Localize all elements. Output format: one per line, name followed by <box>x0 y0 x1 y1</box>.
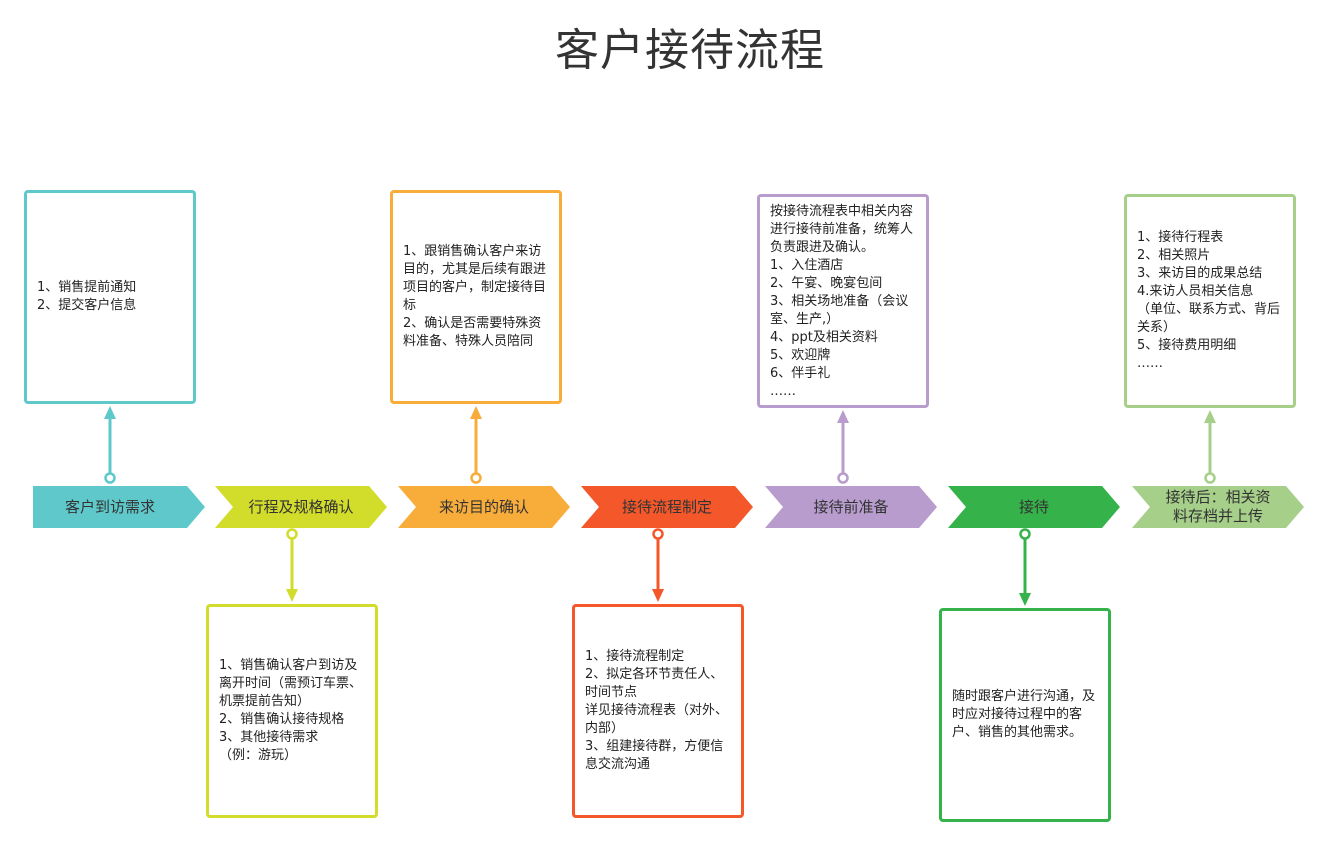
step-label: 接待 <box>966 486 1102 528</box>
step-note-line: （单位、联系方式、背后关系） <box>1137 302 1281 335</box>
step-label-line: 行程及规格确认 <box>248 497 354 516</box>
step-label: 接待前准备 <box>783 486 919 528</box>
step-note-line: 2、拟定各环节责任人、时间节点 <box>585 667 724 700</box>
connector-arrowhead <box>1204 410 1216 423</box>
step-note-line: 5、欢迎牌 <box>770 348 831 363</box>
step-note-line: …… <box>1137 356 1163 371</box>
step-note-line: 2、确认是否需要特殊资料准备、特殊人员陪同 <box>403 316 542 349</box>
step-note-line: 1、接待行程表 <box>1137 230 1224 245</box>
step-label-line: 接待前准备 <box>813 497 889 516</box>
step-note-box: 1、销售提前通知 2、提交客户信息 <box>24 190 196 404</box>
step-note-line: 3、其他接待需求 <box>219 730 319 745</box>
connector-arrowhead <box>104 406 116 419</box>
connector-dot <box>104 472 116 484</box>
step-note-line: （例：游玩） <box>219 748 298 763</box>
connector-arrowhead <box>837 410 849 423</box>
step-note-box: 1、接待行程表 2、相关照片 3、来访目的成果总结 4.来访人员相关信息 （单位、联系方… <box>1124 194 1296 408</box>
step-note-box: 按接待流程表中相关内容进行接待前准备，统筹人负责跟进及确认。 1、入住酒店 2、午宴… <box>757 194 929 408</box>
connector-arrowhead <box>470 406 482 419</box>
step-note-line: 1、入住酒店 <box>770 258 844 273</box>
step-note-line: 4、ppt及相关资料 <box>770 330 878 345</box>
step-note-line: 4.来访人员相关信息 <box>1137 284 1254 299</box>
step-note-line: 3、相关场地准备（会议室、生产,） <box>770 294 909 327</box>
diagram-title: 客户接待流程 <box>555 25 825 76</box>
connector-dot <box>837 472 849 484</box>
step-note-line: 3、来访目的成果总结 <box>1137 266 1263 281</box>
step-note-line: 按接待流程表中相关内容进行接待前准备，统筹人负责跟进及确认。 <box>770 204 914 255</box>
step-label: 接待后：相关资料存档并上传 <box>1150 486 1286 528</box>
step-label-line: 接待 <box>1018 497 1049 516</box>
step-note-line: 1、销售提前通知 <box>37 280 137 295</box>
connector-dot <box>1019 528 1031 540</box>
step-note-line: 5、接待费用明细 <box>1137 338 1237 353</box>
step-note-line: 1、销售确认客户到访及离开时间（需预订车票、机票提前告知） <box>219 658 363 709</box>
step-note-line: 6、伴手礼 <box>770 366 831 381</box>
step-note-line: 2、提交客户信息 <box>37 298 137 313</box>
step-note-line: 详见接待流程表（对外、内部） <box>585 703 729 736</box>
connector-arrowhead <box>1019 593 1031 606</box>
connector-dot <box>286 528 298 540</box>
step-note-line: 1、接待流程制定 <box>585 649 685 664</box>
step-note-box: 随时跟客户进行沟通，及时应对接待过程中的客户、销售的其他需求。 <box>939 608 1111 822</box>
step-label-line: 接待后：相关资 <box>1165 488 1271 506</box>
step-note-line: 3、组建接待群，方便信息交流沟通 <box>585 739 724 772</box>
connector-dot <box>1204 472 1216 484</box>
step-label-line: 料存档并上传 <box>1172 507 1263 525</box>
step-label: 接待流程制定 <box>599 486 735 528</box>
step-label-line: 客户到访需求 <box>64 497 155 516</box>
connector-dot <box>652 528 664 540</box>
step-note-line: 2、午宴、晚宴包间 <box>770 276 883 291</box>
step-label: 客户到访需求 <box>33 486 187 528</box>
connector-arrowhead <box>652 589 664 602</box>
step-note-line: 1、跟销售确认客户来访目的，尤其是后续有跟进项目的客户，制定接待目标 <box>403 244 547 313</box>
step-note-line: 2、销售确认接待规格 <box>219 712 345 727</box>
connector-dot <box>470 472 482 484</box>
connector-arrowhead <box>286 589 298 602</box>
step-note-line: 2、相关照片 <box>1137 248 1211 263</box>
step-note-line: 随时跟客户进行沟通，及时应对接待过程中的客户、销售的其他需求。 <box>952 689 1096 740</box>
step-note-box: 1、接待流程制定 2、拟定各环节责任人、时间节点详见接待流程表（对外、内部）3、组… <box>572 604 744 818</box>
step-note-box: 1、销售确认客户到访及离开时间（需预订车票、机票提前告知） 2、销售确认接待规格 3… <box>206 604 378 818</box>
step-label: 行程及规格确认 <box>233 486 369 528</box>
step-label: 来访目的确认 <box>416 486 552 528</box>
step-label-line: 接待流程制定 <box>621 497 712 516</box>
step-label-line: 来访目的确认 <box>438 497 529 516</box>
step-note-line: …… <box>770 384 796 399</box>
